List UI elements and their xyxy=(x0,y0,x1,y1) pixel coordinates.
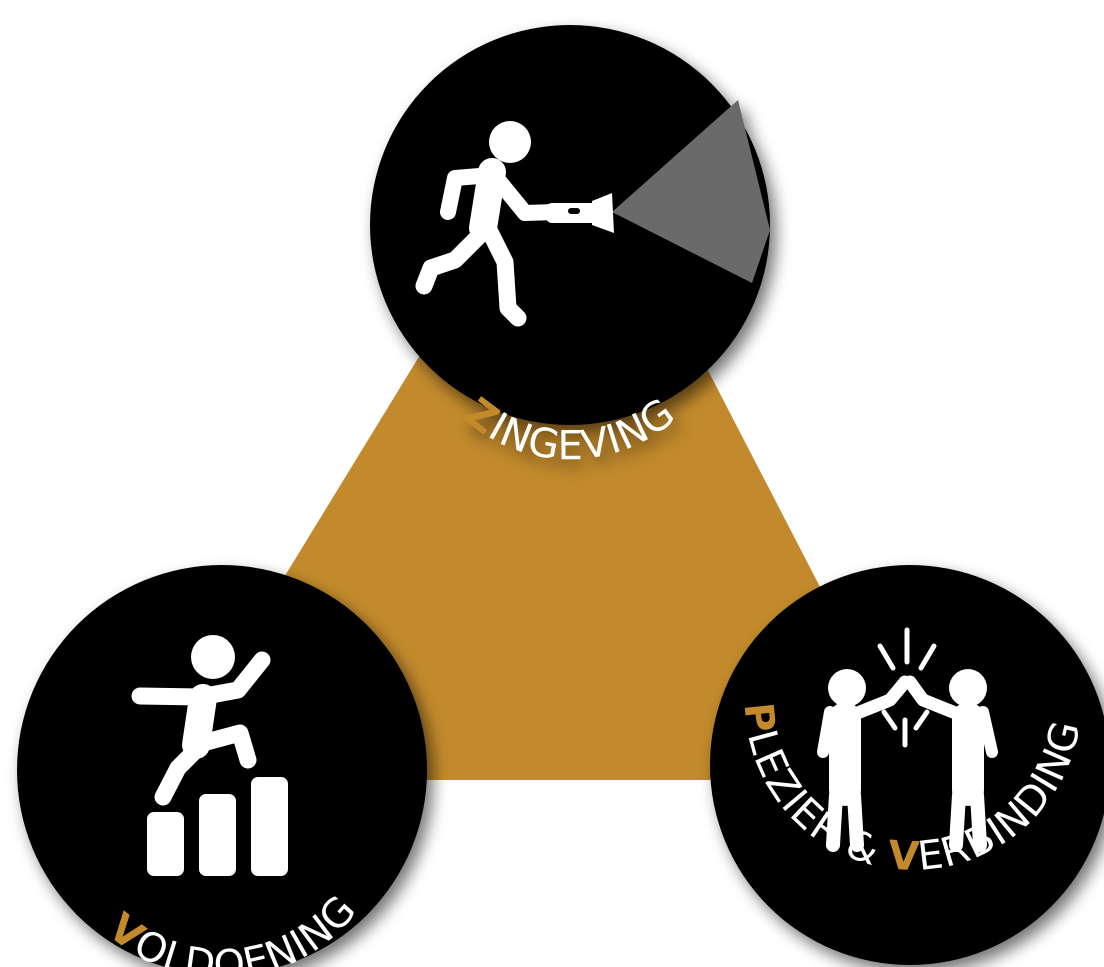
flashlight-beam xyxy=(612,100,770,283)
node-zingeving: ZINGEVING xyxy=(370,25,770,469)
zingeving-circle xyxy=(370,25,770,425)
person-climbing-steps-icon xyxy=(131,635,288,876)
running-person-flashlight-icon xyxy=(415,121,614,327)
high-five-icon xyxy=(817,627,998,852)
node-voldoening: VOLDOENING xyxy=(17,565,427,967)
voldoening-circle xyxy=(17,565,427,967)
plezier-verbinding-circle xyxy=(710,565,1104,965)
plezier-initial: P xyxy=(734,701,783,736)
verbinding-initial: V xyxy=(887,833,922,881)
